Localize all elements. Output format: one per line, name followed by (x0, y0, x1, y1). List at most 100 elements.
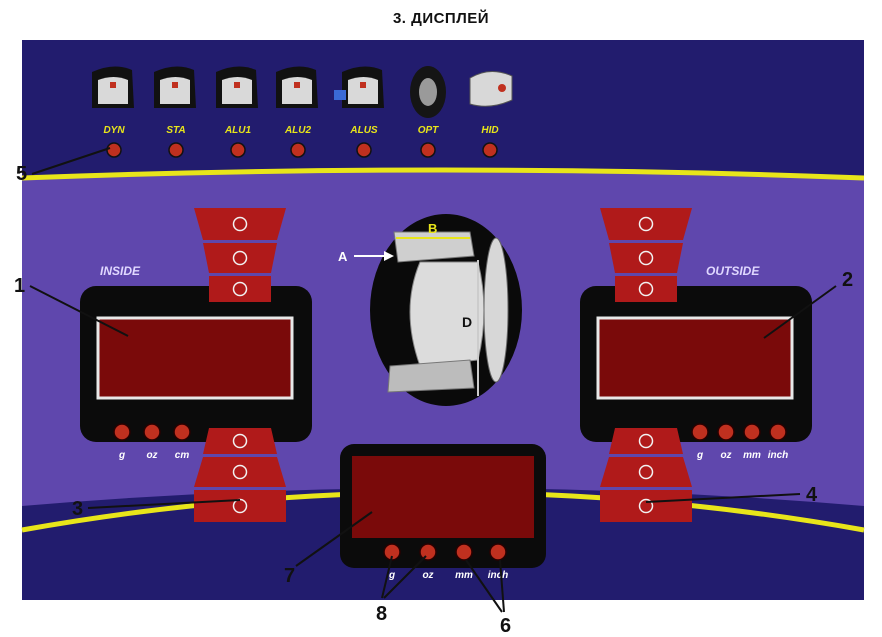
unit-label: g (118, 450, 125, 461)
mode-label: HID (481, 125, 498, 136)
indicator-segment (209, 276, 271, 302)
callout-line-8b (383, 555, 427, 599)
callout-3: 3 (72, 498, 83, 520)
unit-label: g (696, 450, 703, 461)
mode-label: ALU1 (224, 125, 252, 136)
callout-7: 7 (284, 565, 295, 587)
unit-led[interactable] (717, 423, 735, 441)
rim-shape (222, 77, 252, 104)
indicator-segment (194, 490, 286, 522)
callout-line-8a (381, 555, 393, 599)
unit-label: inch (488, 570, 509, 581)
mode-led[interactable] (168, 142, 184, 158)
wheel-weight-alus-icon[interactable] (334, 66, 384, 108)
dimension-a-arrowhead (384, 251, 394, 261)
spoke-mark (334, 90, 346, 100)
upper-accent-line (21, 167, 865, 181)
outside-lower-indicator (600, 428, 692, 522)
indicator-segment (203, 243, 277, 273)
indicator-led (638, 281, 654, 297)
indicator-segment (203, 428, 277, 454)
indicator-segment (600, 490, 692, 522)
inside-lower-indicator (194, 428, 286, 522)
indicator-led (638, 250, 654, 266)
indicator-led (232, 433, 248, 449)
wheel-weight-dyn-icon[interactable] (92, 66, 134, 108)
mode-label: ALU2 (284, 125, 312, 136)
unit-label: g (388, 570, 395, 581)
unit-label: oz (720, 450, 731, 461)
unit-led[interactable] (455, 543, 473, 561)
center-units: g oz mm inch (383, 543, 509, 581)
callout-line-6a (465, 559, 503, 613)
unit-label: inch (768, 450, 789, 461)
indicator-led (638, 498, 654, 514)
wheel-diagram: A B D (338, 214, 522, 406)
outside-display (596, 316, 794, 400)
wheel-hid-icon[interactable] (469, 71, 513, 107)
mode-led[interactable] (290, 142, 306, 158)
unit-led[interactable] (489, 543, 507, 561)
weight-mark (360, 82, 366, 88)
unit-label: mm (455, 570, 473, 581)
mode-led[interactable] (356, 142, 372, 158)
unit-led[interactable] (769, 423, 787, 441)
unit-led[interactable] (143, 423, 161, 441)
mode-led[interactable] (420, 142, 436, 158)
indicator-led (638, 464, 654, 480)
indicator-segment (194, 208, 286, 240)
indicator-led (232, 216, 248, 232)
unit-led[interactable] (419, 543, 437, 561)
wheel-weight-alu2-icon[interactable] (276, 66, 318, 108)
callout-8: 8 (376, 603, 387, 625)
indicator-segment (600, 208, 692, 240)
unit-led[interactable] (743, 423, 761, 441)
weight-mark (294, 82, 300, 88)
rim-bottom (387, 359, 475, 393)
indicator-led (232, 281, 248, 297)
rim-shape (98, 77, 128, 104)
callout-line-4 (645, 493, 801, 503)
dimension-a-label: A (338, 249, 348, 264)
center-display (352, 456, 534, 538)
callout-line-3 (87, 499, 241, 509)
unit-label: mm (743, 450, 761, 461)
callout-line-1 (29, 285, 129, 337)
unit-label: oz (422, 570, 433, 581)
callout-5: 5 (16, 163, 27, 185)
unit-led[interactable] (173, 423, 191, 441)
mode-label: DYN (103, 125, 125, 136)
indicator-segment (609, 428, 683, 454)
callout-line-7 (295, 511, 373, 567)
page-title: 3. ДИСПЛЕЙ (392, 10, 490, 27)
rim-face (409, 261, 485, 367)
indicator-led (638, 433, 654, 449)
inside-display (96, 316, 294, 400)
hub-shape (419, 78, 437, 106)
mode-label: STA (166, 125, 185, 136)
rim-shape (469, 71, 513, 107)
mode-led[interactable] (106, 142, 122, 158)
wheel-weight-alu1-icon[interactable] (216, 66, 258, 108)
wheel-weight-sta-icon[interactable] (154, 66, 196, 108)
callout-line-5 (31, 147, 111, 175)
mode-led[interactable] (482, 142, 498, 158)
inside-upper-indicator (194, 208, 286, 302)
wheel-opt-icon[interactable] (410, 66, 446, 118)
mode-led[interactable] (230, 142, 246, 158)
weight-mark (110, 82, 116, 88)
weight-mark (498, 84, 506, 92)
rim-shape (348, 77, 378, 104)
callout-1: 1 (14, 275, 25, 297)
unit-led[interactable] (113, 423, 131, 441)
indicator-led (232, 498, 248, 514)
unit-led[interactable] (691, 423, 709, 441)
outside-label: OUTSIDE (706, 264, 760, 278)
indicator-led (232, 250, 248, 266)
callout-4: 4 (806, 484, 818, 506)
